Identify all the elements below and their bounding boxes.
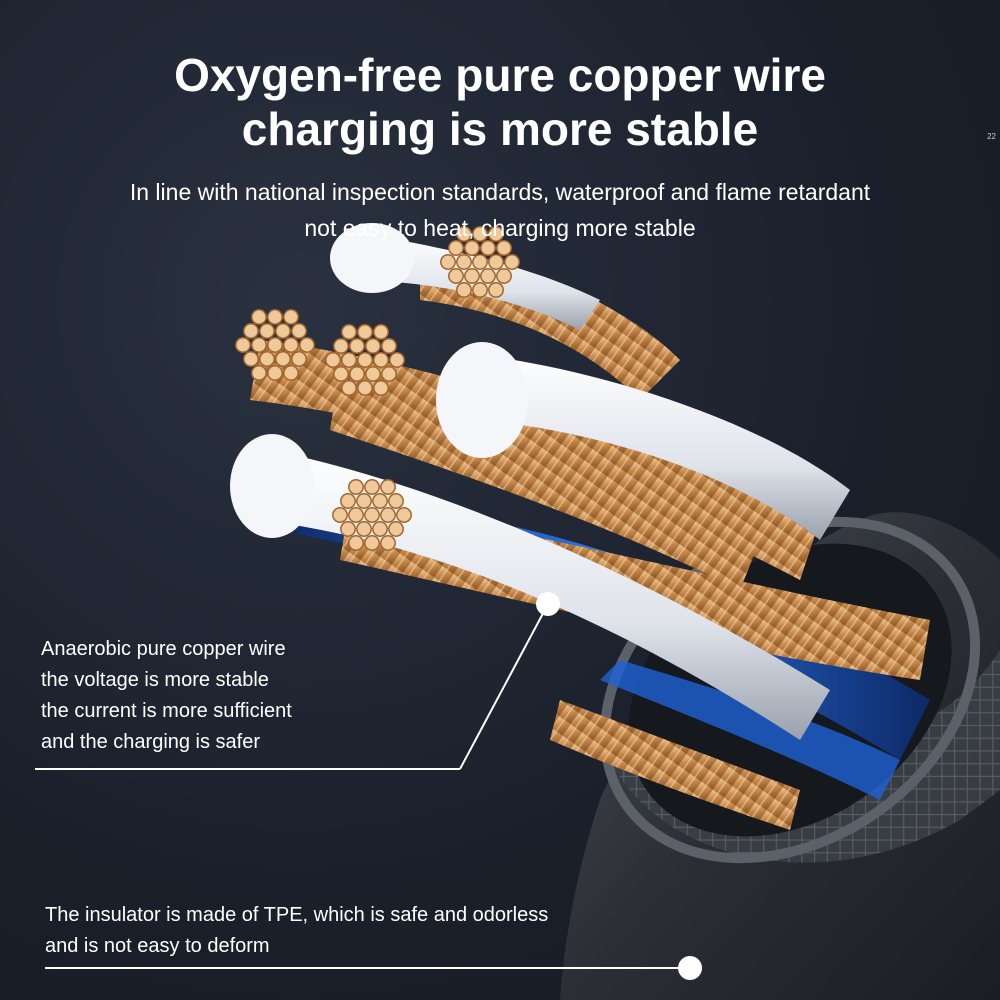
copper-strand	[349, 366, 365, 382]
insulator-callout: The insulator is made of TPE, which is s…	[45, 900, 548, 962]
copper-strand	[464, 240, 480, 256]
copper-strand	[275, 351, 291, 367]
headline-line-1: Oxygen-free pure copper wire	[174, 49, 826, 101]
copper-strand	[283, 309, 299, 325]
copper-strand	[259, 351, 275, 367]
callout-line: and is not easy to deform	[45, 935, 270, 957]
copper-strand	[365, 366, 381, 382]
headline-line-2: charging is more stable	[241, 103, 759, 155]
copper-strand	[357, 324, 373, 340]
copper-strand	[440, 254, 456, 270]
copper-strand	[332, 507, 348, 523]
copper-strand	[340, 493, 356, 509]
copper-strand	[389, 352, 405, 368]
copper-strand	[480, 240, 496, 256]
copper-strand	[267, 309, 283, 325]
copper-strand	[488, 254, 504, 270]
copper-strand	[448, 240, 464, 256]
copper-strand	[357, 380, 373, 396]
callout-line: The insulator is made of TPE, which is s…	[45, 904, 549, 926]
copper-strand	[496, 268, 512, 284]
copper-strand	[251, 365, 267, 381]
copper-strand	[504, 254, 520, 270]
copper-strand	[275, 323, 291, 339]
copper-wire-callout: Anaerobic pure copper wire the voltage i…	[41, 634, 292, 758]
copper-strand	[341, 352, 357, 368]
copper-strand	[364, 479, 380, 495]
subheadline-line-2: not easy to heat, charging more stable	[304, 215, 696, 241]
callout-pointer-2	[45, 956, 702, 980]
headline: Oxygen-free pure copper wire charging is…	[0, 48, 1000, 156]
copper-strand	[283, 365, 299, 381]
copper-strand	[299, 337, 315, 353]
copper-strand	[456, 226, 472, 242]
copper-strand	[243, 351, 259, 367]
callout-line: the current is more sufficient	[41, 700, 292, 722]
copper-strand	[380, 535, 396, 551]
copper-strand	[251, 309, 267, 325]
copper-strand	[381, 366, 397, 382]
copper-strand	[235, 337, 251, 353]
copper-strand	[388, 493, 404, 509]
copper-strand	[291, 323, 307, 339]
copper-strand	[456, 282, 472, 298]
callout-line: and the charging is safer	[41, 731, 261, 753]
copper-strand	[380, 479, 396, 495]
copper-strand	[341, 324, 357, 340]
copper-strand	[472, 226, 488, 242]
copper-strand	[259, 323, 275, 339]
copper-strand	[267, 365, 283, 381]
copper-strand-ends	[235, 226, 520, 551]
copper-strand	[396, 507, 412, 523]
copper-strand	[472, 254, 488, 270]
copper-strand	[373, 380, 389, 396]
copper-strand	[480, 268, 496, 284]
copper-strand	[448, 268, 464, 284]
copper-strand	[291, 351, 307, 367]
copper-strand	[373, 324, 389, 340]
copper-strand	[356, 493, 372, 509]
copper-strand	[267, 337, 283, 353]
subheadline-line-1: In line with national inspection standar…	[129, 179, 871, 205]
copper-strand	[388, 521, 404, 537]
copper-strand	[364, 535, 380, 551]
subheadline: In line with national inspection standar…	[0, 174, 1000, 246]
copper-strand	[381, 338, 397, 354]
copper-strand	[488, 226, 504, 242]
copper-strand	[373, 352, 389, 368]
corner-tag: 22	[987, 132, 996, 141]
copper-strand	[372, 521, 388, 537]
copper-strand	[380, 507, 396, 523]
callout-pointer-1	[35, 592, 560, 770]
copper-strand	[340, 521, 356, 537]
copper-strand	[283, 337, 299, 353]
callout-line: the voltage is more stable	[41, 669, 269, 691]
copper-strand	[243, 323, 259, 339]
copper-strand	[496, 240, 512, 256]
copper-strand	[356, 521, 372, 537]
copper-strand	[357, 352, 373, 368]
copper-strand	[456, 254, 472, 270]
copper-strand	[472, 282, 488, 298]
copper-strand	[348, 535, 364, 551]
copper-strand	[348, 507, 364, 523]
callout-line: Anaerobic pure copper wire	[41, 638, 286, 660]
copper-strand	[348, 479, 364, 495]
copper-strand	[365, 338, 381, 354]
copper-strand	[333, 338, 349, 354]
copper-strand	[464, 268, 480, 284]
copper-strand	[251, 337, 267, 353]
copper-strand	[349, 338, 365, 354]
copper-strand	[341, 380, 357, 396]
copper-strand	[372, 493, 388, 509]
copper-strand	[333, 366, 349, 382]
copper-strand	[488, 282, 504, 298]
copper-strand	[364, 507, 380, 523]
copper-strand	[325, 352, 341, 368]
